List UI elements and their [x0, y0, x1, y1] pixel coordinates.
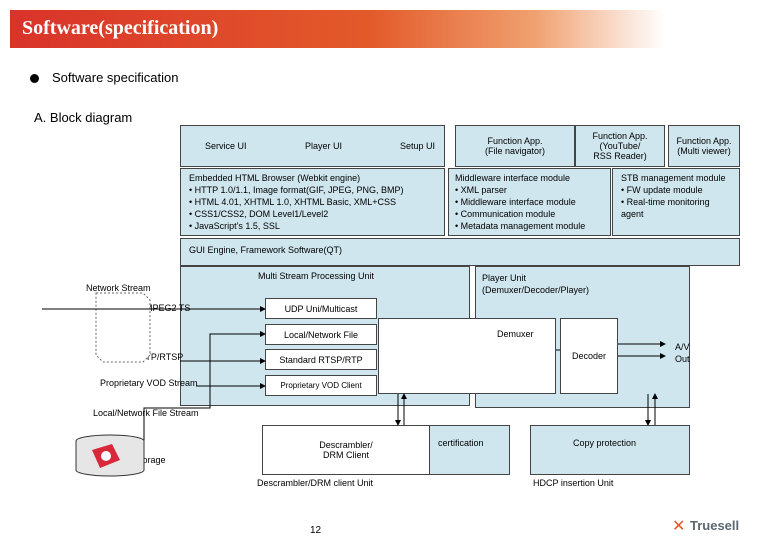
storage-label: Storage	[134, 455, 166, 465]
function-app-file-navigator-label: Function App. (File navigator)	[484, 136, 546, 156]
demuxer-label: Demuxer	[497, 329, 534, 339]
browser-feature-item: • HTML 4.01, XHTML 1.0, XHTML Basic, XML…	[189, 197, 396, 207]
browser-title: Embedded HTML Browser (Webkit engine)	[189, 173, 361, 183]
demuxer-box: Demuxer	[378, 318, 556, 394]
section-heading: A. Block diagram	[34, 110, 133, 125]
service-ui-label: Service UI	[205, 141, 247, 151]
standard-rtsp-rtp-box: Standard RTSP/RTP	[265, 349, 377, 370]
function-app-multi-viewer: Function App. (Multi viewer)	[668, 125, 740, 167]
certification-label: certification	[438, 438, 484, 448]
bullet-text: Software specification	[52, 70, 179, 85]
browser-feature-item: • CSS1/CSS2, DOM Level1/Level2	[189, 209, 329, 219]
middleware-feature-item: • XML parser	[455, 185, 507, 195]
browser-feature-item: • HTTP 1.0/1.1, Image format(GIF, JPEG, …	[189, 185, 404, 195]
browser-feature-item: • JavaScript's 1.5, SSL	[189, 221, 280, 231]
proprietary-vod-client-label: Proprietary VOD Client	[280, 381, 362, 390]
truesell-logo-icon: ✕	[672, 518, 686, 535]
function-app-file-navigator: Function App. (File navigator)	[455, 125, 575, 167]
middleware-title: Middleware interface module	[455, 173, 571, 183]
page-number: 12	[310, 525, 322, 536]
stb-feature-list: • FW update module • Real-time monitoring…	[621, 184, 731, 220]
ui-group-box	[180, 125, 445, 167]
descrambler-unit-label: Descrambler/DRM client Unit	[257, 478, 374, 488]
middleware-feature-list: • XML parser • Middleware interface modul…	[455, 184, 604, 232]
gui-engine-label: GUI Engine, Framework Software(QT)	[189, 245, 343, 255]
page-title: Software(specification)	[22, 17, 219, 39]
network-stream-container	[95, 292, 151, 363]
storage-icon	[75, 434, 145, 477]
player-unit-label: Player Unit (Demuxer/Decoder/Player)	[482, 273, 590, 295]
stb-feature-item: • FW update module	[621, 185, 703, 195]
descrambler-drm-client-box: Descrambler/ DRM Client	[262, 425, 430, 475]
truesell-logo: Truesell	[690, 518, 740, 533]
middleware-feature-item: • Metadata management module	[455, 221, 586, 231]
gui-engine-box: GUI Engine, Framework Software(QT)	[180, 238, 740, 266]
multi-stream-label: Multi Stream Processing Unit	[258, 271, 375, 281]
proprietary-vod-stream-label: Proprietary VOD Stream	[100, 378, 198, 388]
header-bar	[10, 10, 665, 48]
hdcp-unit: Copy protection	[530, 425, 690, 475]
decoder-box: Decoder	[560, 318, 618, 394]
hdcp-unit-label: HDCP insertion Unit	[533, 478, 614, 488]
network-stream-label: Network Stream	[86, 283, 151, 293]
function-app-youtube-label: Function App. (YouTube/ RSS Reader)	[592, 131, 648, 161]
middleware-feature-item: • Middleware interface module	[455, 197, 576, 207]
descrambler-drm-client-label: Descrambler/ DRM Client	[319, 440, 373, 460]
av-out-label: A/V Out	[675, 342, 690, 364]
udp-multicast-box: UDP Uni/Multicast	[265, 298, 377, 319]
mpeg2-ts-label: MPEG2 TS	[145, 303, 191, 313]
local-network-file-label: Local/Network File	[283, 329, 359, 340]
stb-management-box: STB management module • FW update module…	[612, 168, 740, 236]
stb-feature-item: • Real-time monitoring agent	[621, 197, 710, 219]
middleware-box: Middleware interface module • XML parser…	[448, 168, 611, 236]
setup-ui-label: Setup UI	[400, 141, 436, 151]
browser-feature-list: • HTTP 1.0/1.1, Image format(GIF, JPEG, …	[189, 184, 436, 232]
stb-title: STB management module	[621, 173, 726, 183]
bullet-icon	[30, 74, 39, 83]
function-app-youtube: Function App. (YouTube/ RSS Reader)	[575, 125, 665, 167]
player-ui-label: Player UI	[305, 141, 343, 151]
middleware-feature-item: • Communication module	[455, 209, 556, 219]
udp-multicast-label: UDP Uni/Multicast	[284, 303, 358, 314]
standard-rtsp-rtp-label: Standard RTSP/RTP	[279, 354, 363, 365]
local-network-file-stream-label: Local/Network File Stream	[93, 408, 199, 418]
decoder-label: Decoder	[571, 351, 607, 361]
copy-protection-label: Copy protection	[573, 438, 637, 448]
embedded-browser-box: Embedded HTML Browser (Webkit engine) • …	[180, 168, 445, 236]
function-app-multi-viewer-label: Function App. (Multi viewer)	[676, 136, 732, 156]
